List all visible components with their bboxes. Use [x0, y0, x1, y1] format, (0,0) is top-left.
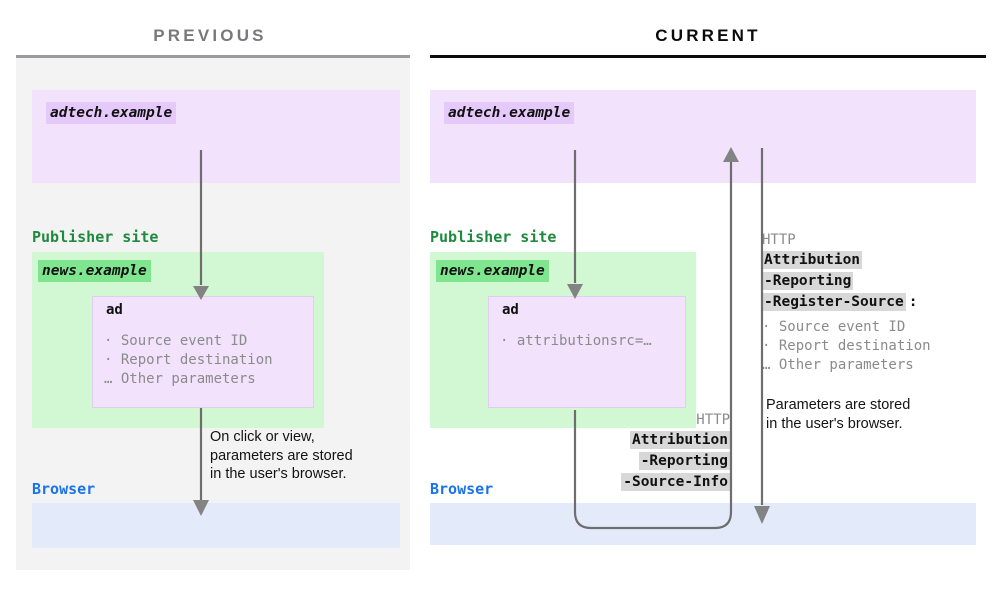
current-publisher-label: Publisher site [430, 228, 557, 246]
previous-adtech-badge: adtech.example [46, 102, 177, 125]
panel-current: CURRENT adtech.example Publisher site ne… [420, 0, 996, 592]
current-note: Parameters are stored in the user's brow… [766, 397, 911, 432]
list-item: · Source event ID [104, 333, 248, 349]
response-http-header-line-2: -Reporting [762, 272, 854, 290]
current-browser-label: Browser [430, 480, 494, 498]
response-http-parameter-list: · Source event ID · Report destination …… [762, 318, 982, 375]
list-item: · attributionsrc=… [500, 333, 652, 349]
current-ad-parameter-list: · attributionsrc=… [500, 332, 652, 351]
request-http-header-line-1: Attribution [629, 431, 730, 449]
previous-note: On click or view, parameters are stored … [210, 429, 353, 482]
current-request-http-block: HTTP Attribution -Reporting -Source-Info [530, 410, 730, 493]
current-browser-region [430, 503, 976, 545]
current-panel-title: CURRENT [655, 26, 761, 45]
previous-ad-box [92, 296, 314, 408]
current-adtech-badge: adtech.example [444, 102, 575, 125]
response-http-protocol: HTTP [762, 232, 796, 248]
current-panel-rule [430, 55, 986, 58]
list-item: … Other parameters [104, 371, 256, 387]
previous-ad-title: ad [106, 302, 123, 318]
previous-panel-rule [16, 55, 410, 58]
current-response-http-block: HTTP Attribution -Reporting -Register-So… [762, 230, 982, 375]
previous-browser-label: Browser [32, 480, 96, 498]
previous-ad-parameter-list: · Source event ID · Report destination …… [104, 332, 273, 389]
previous-browser-region [32, 503, 400, 548]
previous-panel-title: PREVIOUS [153, 26, 267, 45]
previous-publisher-badge: news.example [38, 260, 151, 283]
response-http-header-line-1: Attribution [762, 251, 863, 269]
previous-publisher-label: Publisher site [32, 228, 159, 246]
list-item: · Report destination [104, 352, 273, 368]
list-item: · Report destination [762, 338, 931, 354]
current-ad-title: ad [502, 302, 519, 318]
response-http-header-line-3: -Register-Source: [762, 293, 918, 311]
current-publisher-badge: news.example [436, 260, 549, 283]
list-item: · Source event ID [762, 319, 906, 335]
request-http-header-line-2: -Reporting [638, 452, 730, 470]
list-item: … Other parameters [762, 357, 914, 373]
request-http-protocol: HTTP [696, 412, 730, 428]
panel-previous: PREVIOUS adtech.example Publisher site n… [0, 0, 420, 592]
request-http-header-line-3: -Source-Info [621, 473, 730, 491]
